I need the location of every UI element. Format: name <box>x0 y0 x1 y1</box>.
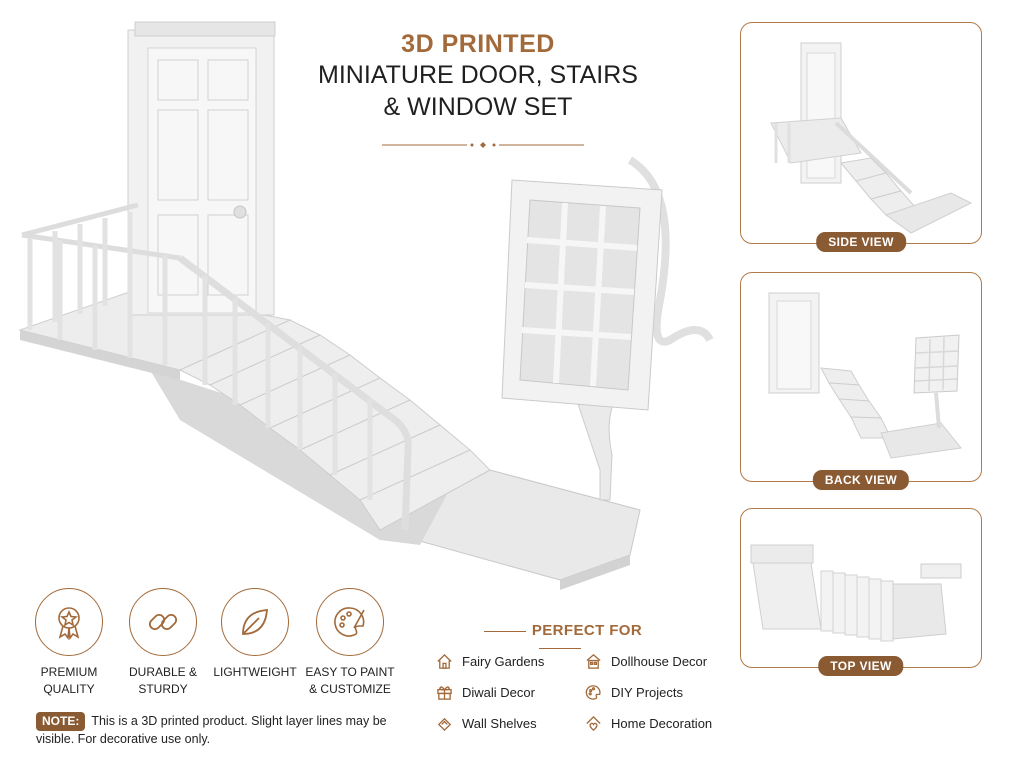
feature-label-line2: QUALITY <box>43 682 95 696</box>
gift-icon <box>437 686 452 700</box>
note: NOTE:This is a 3D printed product. Sligh… <box>36 712 396 748</box>
side-view-badge: SIDE VIEW <box>816 232 906 252</box>
use-item-label: Wall Shelves <box>462 716 537 731</box>
title-accent: 3D PRINTED <box>401 30 555 58</box>
feature-label-line1: EASY TO PAINT <box>305 665 395 679</box>
award-ribbon-icon <box>35 588 103 656</box>
use-item-fairy-gardens: Fairy Gardens <box>436 653 544 670</box>
feature-label-line1: DURABLE & <box>128 665 198 679</box>
feature-label-line1: PREMIUM <box>40 665 98 679</box>
shelf-icon <box>437 717 452 732</box>
top-view-card: TOP VIEW <box>740 508 982 676</box>
back-view-badge: BACK VIEW <box>812 470 910 490</box>
product-hero-image <box>18 21 714 590</box>
perfect-for-title: PERFECT FOR <box>531 622 643 639</box>
back-view-image <box>768 292 962 459</box>
use-item-diy-projects: DIY Projects <box>585 684 683 701</box>
note-text: This is a 3D printed product. Slight lay… <box>36 714 387 746</box>
use-item-dollhouse-decor: Dollhouse Decor <box>585 653 707 670</box>
side-view-card: SIDE VIEW <box>740 22 982 252</box>
title-divider <box>382 142 584 148</box>
paint-palette-icon <box>316 588 384 656</box>
feature-label-line2: STURDY <box>138 682 188 696</box>
back-view-card: BACK VIEW <box>740 272 982 490</box>
feature-lightweight: LIGHTWEIGHT <box>210 588 300 681</box>
use-item-label: DIY Projects <box>611 685 684 700</box>
feature-durable: DURABLE & STURDY <box>118 588 208 698</box>
use-item-wall-shelves: Wall Shelves <box>436 715 537 732</box>
feature-label-line1: LIGHTWEIGHT <box>213 665 297 679</box>
use-item-label: Home Decoration <box>611 716 713 731</box>
note-tag: NOTE: <box>36 712 86 731</box>
title-line-2: & WINDOW SET <box>383 93 573 121</box>
top-view-badge: TOP VIEW <box>818 656 904 676</box>
palette-icon <box>585 685 601 700</box>
title-line-1: MINIATURE DOOR, STAIRS <box>318 61 638 89</box>
feature-premium-quality: PREMIUM QUALITY <box>24 588 114 698</box>
use-item-label: Fairy Gardens <box>462 654 545 669</box>
use-item-home-decoration: Home Decoration <box>585 715 712 732</box>
side-view-image <box>770 42 973 234</box>
feature-label-line2: & CUSTOMIZE <box>309 682 391 696</box>
perfect-for-heading: PERFECT FOR <box>455 622 665 656</box>
chain-link-icon <box>129 588 197 656</box>
house-icon <box>437 653 452 669</box>
feature-easy-paint: EASY TO PAINT & CUSTOMIZE <box>302 588 398 698</box>
use-item-diwali-decor: Diwali Decor <box>436 684 535 701</box>
title-block: 3D PRINTED MINIATURE DOOR, STAIRS & WIND… <box>300 30 656 123</box>
leaf-icon <box>221 588 289 656</box>
use-item-label: Diwali Decor <box>462 685 535 700</box>
use-item-label: Dollhouse Decor <box>611 654 708 669</box>
top-view-image <box>750 544 962 642</box>
home-decor-icon <box>586 715 601 731</box>
dollhouse-icon <box>586 654 601 669</box>
